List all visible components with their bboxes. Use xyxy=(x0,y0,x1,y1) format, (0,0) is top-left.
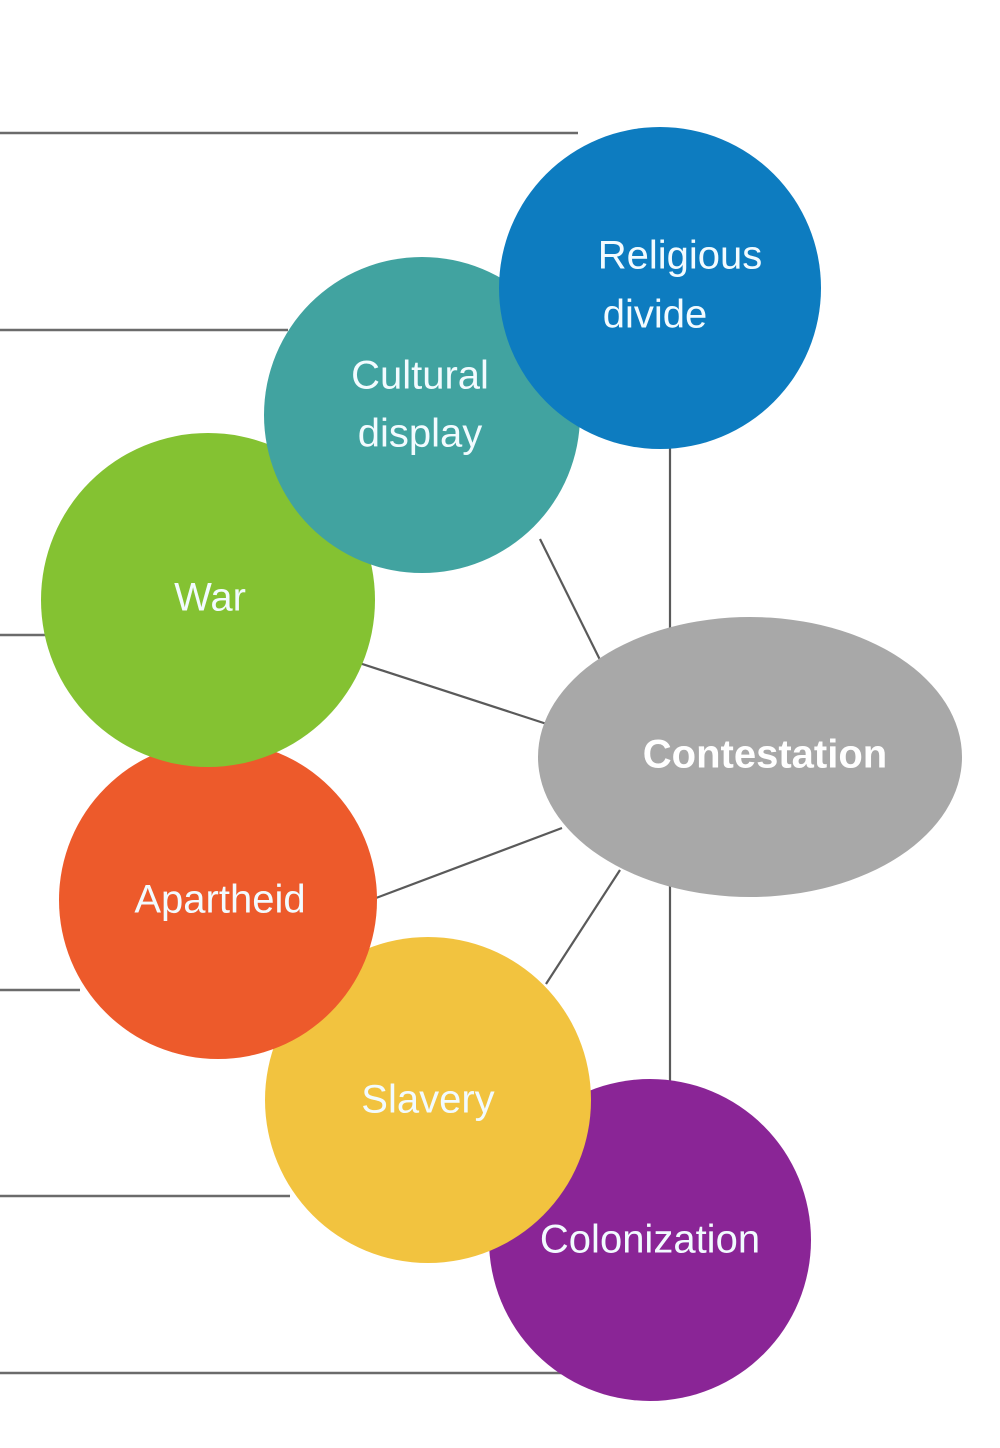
hub-contestation[interactable]: Contestation xyxy=(538,617,962,897)
node-cultural-display-circle[interactable] xyxy=(264,257,580,573)
node-colonization-label: Colonization xyxy=(540,1218,760,1262)
edge-lines-group xyxy=(0,131,578,1375)
node-religious-divide-label-line1: Religious xyxy=(598,234,763,278)
node-slavery[interactable]: Slavery xyxy=(265,937,591,1263)
node-religious-divide-label-line2: divide xyxy=(603,293,708,337)
connectors-group xyxy=(349,448,672,1090)
connector-war-to-contestation xyxy=(349,658,557,729)
node-war-label: War xyxy=(174,576,246,620)
node-slavery-circle[interactable] xyxy=(265,937,591,1263)
node-religious-divide-circle[interactable] xyxy=(499,127,821,449)
node-cultural-display-label-line2: display xyxy=(358,412,483,456)
node-apartheid-circle[interactable] xyxy=(59,741,377,1059)
hub-contestation-ellipse[interactable] xyxy=(538,617,962,897)
node-slavery-label: Slavery xyxy=(361,1078,494,1122)
node-war-circle[interactable] xyxy=(41,433,375,767)
connector-cultural-to-contestation xyxy=(539,538,609,677)
node-cultural-display[interactable]: Cultural display xyxy=(264,257,580,573)
node-cultural-display-label-line1: Cultural xyxy=(351,354,489,398)
node-apartheid-label: Apartheid xyxy=(134,878,305,922)
hub-contestation-label: Contestation xyxy=(643,733,887,777)
connector-apartheid-to-contestation xyxy=(375,826,563,900)
node-apartheid[interactable]: Apartheid xyxy=(59,741,377,1059)
node-war[interactable]: War xyxy=(41,433,375,767)
connector-slavery-to-contestation xyxy=(545,869,621,985)
node-religious-divide[interactable]: Religious divide xyxy=(499,127,821,449)
